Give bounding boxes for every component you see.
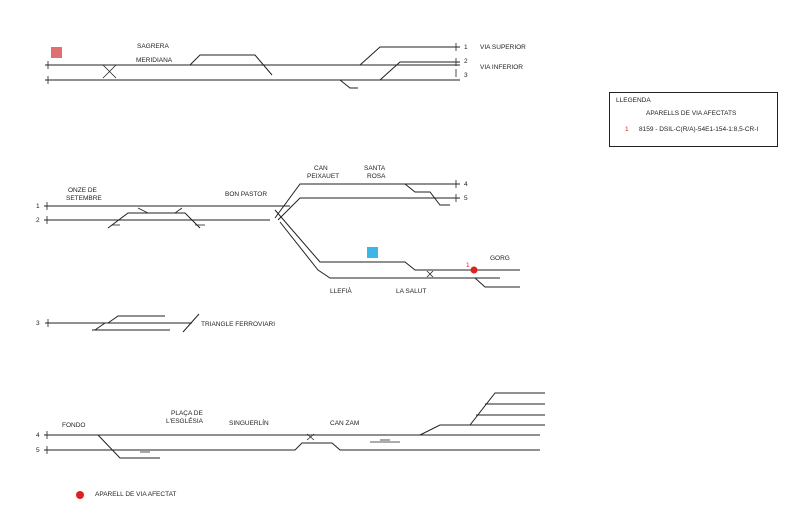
triangle-ferroviari-label: TRIANGLE FERROVIARI: [201, 321, 275, 328]
station-fondo: FONDO: [62, 422, 85, 429]
track-number-1: 1: [36, 203, 40, 210]
section-fondo: FONDO PLAÇA DE L'ESGLÉSIA SINGUERLÍN CAN…: [36, 392, 545, 459]
station-peixauet: PEIXAUET: [307, 173, 339, 180]
station-can-zam: CAN ZAM: [330, 420, 359, 427]
station-singuerlin: SINGUERLÍN: [229, 418, 269, 427]
station-lesglesia: L'ESGLÉSIA: [166, 416, 204, 425]
station-llefia: LLEFIÀ: [330, 286, 352, 295]
track-number-4: 4: [36, 432, 40, 439]
section-triangle: 3 TRIANGLE FERROVIARI: [36, 313, 275, 333]
legend-item-number: 1: [625, 126, 629, 133]
track-number-5: 5: [464, 195, 468, 202]
track-number-3: 3: [464, 72, 468, 79]
station-meridiana: MERIDIANA: [136, 57, 173, 64]
track-name-via-superior: VIA SUPERIOR: [480, 44, 526, 51]
station-sagrera: SAGRERA: [137, 43, 169, 50]
track-number-3: 3: [36, 320, 40, 327]
track-number-4: 4: [464, 181, 468, 188]
affected-dot-icon: [76, 491, 84, 499]
affected-switch-label: 1: [466, 262, 470, 269]
legend-item-text: 8159 - DSIL-C(R/A)-54E1-154-1:8,5-CR-I: [639, 126, 759, 133]
legend-box: LLEGENDA APARELLS DE VIA AFECTATS 1 8159…: [609, 92, 778, 147]
station-onze-de: ONZE DE: [68, 187, 98, 194]
track-number-2: 2: [36, 217, 40, 224]
track-name-via-inferior: VIA INFERIOR: [480, 64, 523, 71]
station-setembre: SETEMBRE: [66, 195, 102, 202]
track-number-1: 1: [464, 44, 468, 51]
section-sagrera: SAGRERA MERIDIANA 1 VIA SUPERIOR 2 VIA I…: [45, 43, 526, 89]
legend-subtitle: APARELLS DE VIA AFECTATS: [646, 110, 737, 117]
track-number-2: 2: [464, 58, 468, 65]
station-marker-blue: [367, 247, 378, 258]
footer-legend-text: APARELL DE VIA AFECTAT: [95, 491, 177, 498]
legend-title: LLEGENDA: [616, 97, 651, 104]
station-la-salut: LA SALUT: [396, 288, 426, 295]
station-marker-red: [51, 47, 62, 58]
station-bon-pastor: BON PASTOR: [225, 191, 267, 198]
station-placa-de: PLAÇA DE: [171, 410, 203, 417]
station-gorg: GORG: [490, 255, 510, 262]
station-santa: SANTA: [364, 165, 386, 172]
affected-switch-1: [470, 266, 478, 274]
track-number-5: 5: [36, 447, 40, 454]
station-can: CAN: [314, 165, 328, 172]
station-rosa: ROSA: [367, 173, 386, 180]
section-bon-pastor: 1 ONZE DE SETEMBRE BON PASTOR CAN PEIXAU…: [36, 165, 520, 295]
